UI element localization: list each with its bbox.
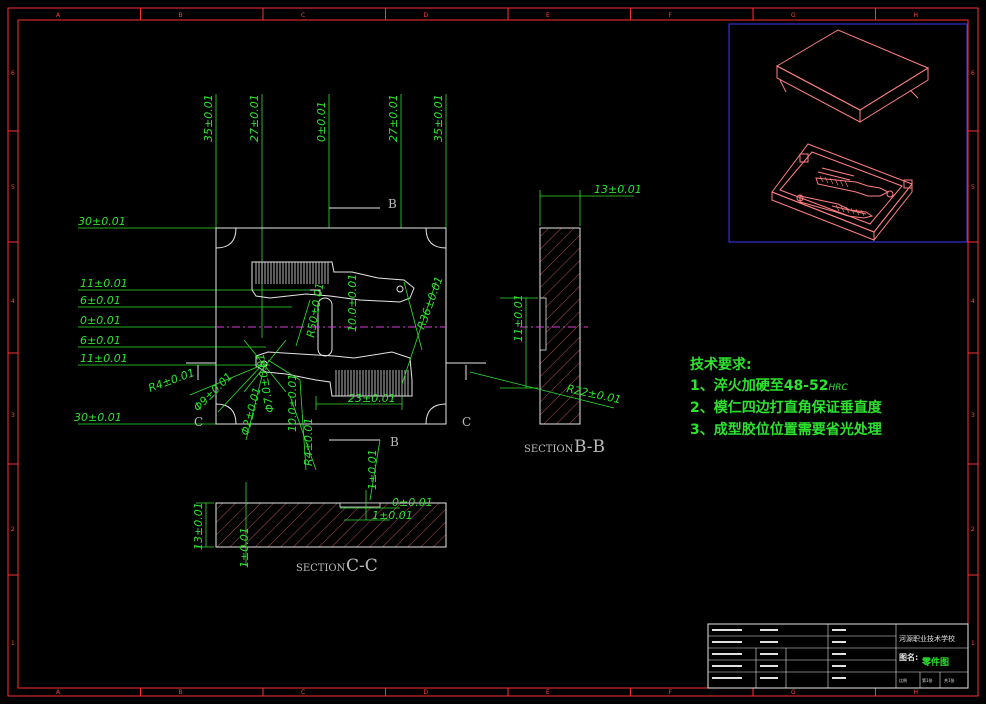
zone-number-left: 2 — [11, 526, 15, 533]
zone-letter-bottom: E — [546, 689, 550, 696]
zone-number-left: 4 — [11, 298, 15, 305]
ratio-label: 比例 — [899, 677, 907, 683]
main-view: 35±0.01 27±0.01 0±0.01 27±0.01 35±0.01 3… — [74, 94, 486, 471]
bb-title-code: B-B — [574, 437, 605, 457]
section-mark-b-bottom: B — [390, 435, 399, 449]
requirement-2: 2、模仁四边打直角保证垂直度 — [690, 399, 883, 416]
dim-23: 23±0.01 — [348, 392, 396, 405]
section-cc: 13±0.01 1±0.01 1±0.01 0±0.01 1±0.01 SECT… — [192, 439, 447, 576]
dim-left-5: 6±0.01 — [80, 334, 121, 347]
cc-dim-left: 1±0.01 — [238, 527, 251, 568]
zone-number-right: 4 — [971, 298, 975, 305]
dim-left-3: 6±0.01 — [80, 294, 121, 307]
dim-left-7: 30±0.01 — [74, 411, 122, 424]
dim-left-2: 11±0.01 — [80, 277, 128, 290]
section-mark-c-left: C — [194, 415, 203, 429]
bb-dim-depth: 11±0.01 — [512, 294, 525, 342]
zone-number-left: 1 — [11, 640, 15, 647]
zone-letter-bottom: D — [424, 689, 429, 696]
dim-top-4: 27±0.01 — [387, 94, 400, 142]
section-mark-c-right: C — [462, 415, 471, 429]
zone-number-right: 2 — [971, 526, 975, 533]
dim-top-2: 27±0.01 — [248, 94, 261, 142]
dim-10-top: 10.0±0.01 — [346, 274, 359, 332]
bb-title-prefix: SECTION — [524, 444, 574, 455]
zone-number-left: 5 — [11, 184, 15, 191]
requirement-1: 1、淬火加硬至48-52HRC — [690, 377, 849, 394]
zone-letter-bottom: C — [301, 689, 305, 696]
dim-10-bottom: 10.0±0.01 — [286, 374, 299, 432]
title-block: 河源职业技术学校 图名: 零件图 比例 第1张 共1张 — [707, 623, 969, 689]
cc-dim-zero: 0±0.01 — [392, 496, 433, 509]
dim-left-1: 30±0.01 — [78, 215, 126, 228]
dim-r36: R36±0.01 — [415, 275, 446, 331]
section-mark-b-top: B — [388, 197, 397, 211]
dim-top-1: 35±0.01 — [202, 94, 215, 142]
cc-title-prefix: SECTION — [296, 563, 346, 574]
zone-number-right: 3 — [971, 412, 975, 419]
zone-number-right: 5 — [971, 184, 975, 191]
school-name: 河源职业技术学校 — [899, 634, 955, 643]
zone-letter-top: H — [914, 12, 919, 19]
zone-number-right: 6 — [971, 70, 975, 77]
cc-dim-pocket: 1±0.01 — [372, 509, 413, 522]
zone-letter-top: B — [179, 12, 183, 19]
drawing-name-value: 零件图 — [921, 656, 949, 668]
zone-letter-bottom: B — [179, 689, 183, 696]
zone-number-right: 1 — [971, 640, 975, 647]
technical-requirements: 技术要求: 1、淬火加硬至48-52HRC 2、模仁四边打直角保证垂直度 3、成… — [690, 356, 883, 438]
zone-letter-bottom: H — [914, 689, 919, 696]
zone-letter-top: E — [546, 12, 550, 19]
total-label: 共1张 — [944, 677, 955, 683]
dim-r4-left: R4±0.01 — [147, 366, 197, 395]
zone-letter-bottom: F — [669, 689, 673, 696]
dim-top-3: 0±0.01 — [315, 101, 328, 142]
zone-letter-bottom: A — [56, 689, 61, 696]
drawing-name-label: 图名: — [899, 652, 918, 662]
zone-number-left: 3 — [11, 412, 15, 419]
dim-r4-bottom: R4±0.01 — [302, 418, 315, 466]
dim-left-4: 0±0.01 — [80, 314, 121, 327]
zone-letter-top: F — [669, 12, 673, 19]
zone-letter-top: C — [301, 12, 305, 19]
dim-top-5: 35±0.01 — [432, 94, 445, 142]
zone-letter-top: D — [424, 12, 429, 19]
isometric-view — [728, 23, 968, 243]
dim-left-6: 11±0.01 — [80, 352, 128, 365]
zone-letter-top: A — [56, 12, 61, 19]
requirement-3: 3、成型胶位位置需要省光处理 — [690, 421, 882, 438]
requirements-title: 技术要求: — [690, 356, 752, 373]
cc-title-code: C-C — [346, 556, 378, 576]
zone-number-left: 6 — [11, 70, 15, 77]
section-bb: 13±0.01 11±0.01 R22±0.01 SECTION B-B — [469, 183, 642, 457]
bb-dim-width: 13±0.01 — [594, 183, 642, 196]
zone-letter-top: G — [791, 12, 796, 19]
cc-dim-height: 13±0.01 — [192, 502, 205, 550]
cc-dim-leader: 1±0.01 — [366, 449, 379, 490]
sheet-label: 第1张 — [922, 677, 933, 683]
zone-letter-bottom: G — [791, 689, 796, 696]
drawing-frame: A A B B C C D D E E F F G G H H 6 6 5 5 4 4 3 3 2 2 1 1 — [7, 7, 979, 697]
